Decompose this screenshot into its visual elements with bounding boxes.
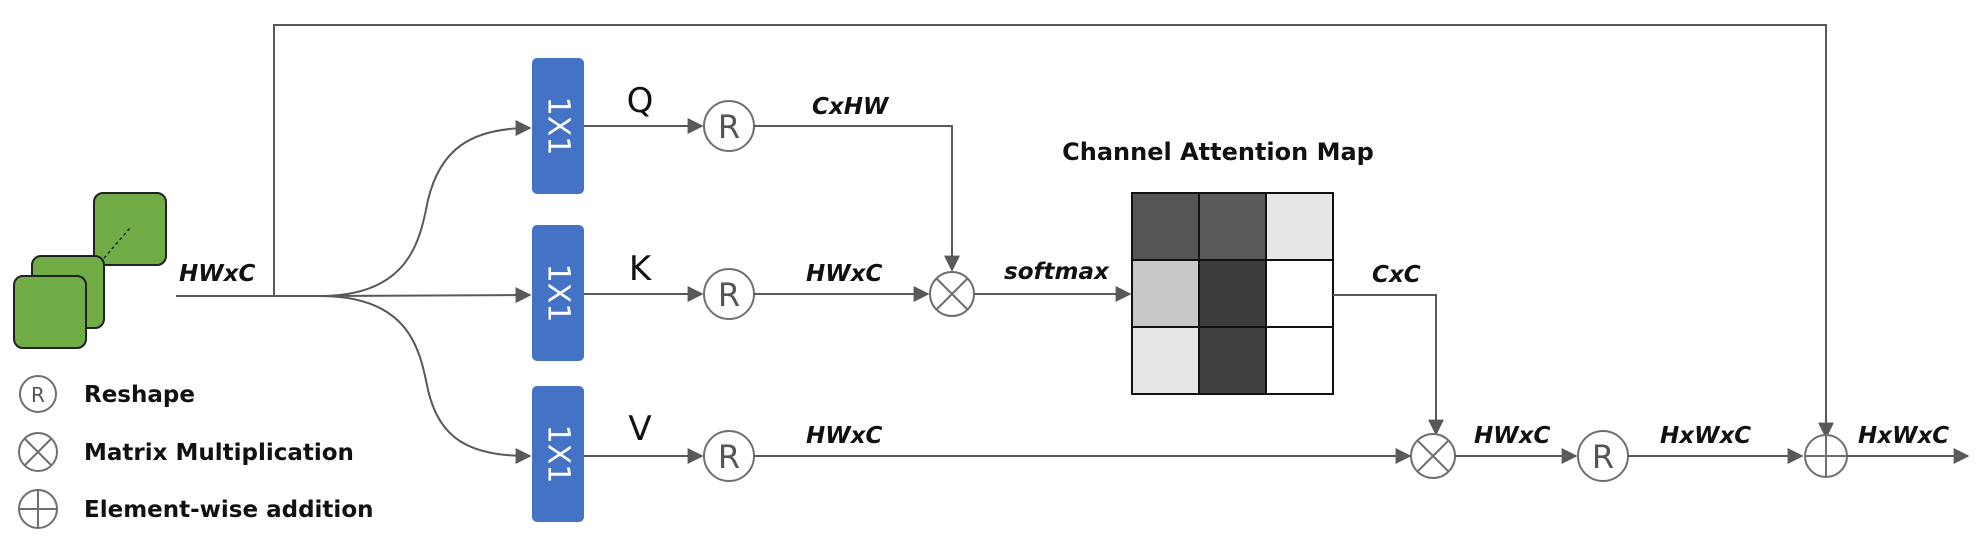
legend-reshape-label: Reshape xyxy=(84,382,195,408)
q-label: Q xyxy=(627,81,654,121)
input-wires xyxy=(176,24,1834,464)
matrix-multiplication-icon xyxy=(18,432,58,472)
k-label: K xyxy=(629,249,653,289)
v-shape-label: HWxC xyxy=(806,423,882,449)
softmax-label: softmax xyxy=(1004,259,1110,285)
q-conv-block xyxy=(532,58,584,194)
attention-cell xyxy=(1131,192,1200,261)
elementwise-add-op xyxy=(1804,434,1848,478)
svg-text:R: R xyxy=(31,383,45,407)
v-label: V xyxy=(628,409,651,449)
attention-map-title: Channel Attention Map xyxy=(1062,138,1374,166)
attention-output-shape-label: CxC xyxy=(1372,262,1421,288)
v-conv-block xyxy=(532,386,584,522)
k-branch: 1X1 K R HWxC xyxy=(532,225,930,361)
k-shape-label: HWxC xyxy=(806,261,882,287)
legend-add-label: Element-wise addition xyxy=(84,497,374,523)
q-shape-label: CxHW xyxy=(812,94,890,120)
attention-cell xyxy=(1131,259,1200,328)
attention-cell xyxy=(1198,259,1267,328)
k-conv-label: 1X1 xyxy=(541,264,576,323)
qk-matmul-op xyxy=(929,271,975,317)
legend-reshape: R Reshape xyxy=(19,375,195,413)
q-conv-label: 1X1 xyxy=(541,97,576,156)
attention-cell xyxy=(1265,326,1334,395)
post-reshape-shape-label: HxWxC xyxy=(1660,423,1751,449)
legend-matmul: Matrix Multiplication xyxy=(18,432,354,472)
v-branch: 1X1 V R HWxC xyxy=(532,386,1412,522)
attention-cell xyxy=(1131,326,1200,395)
reshape-icon xyxy=(19,375,57,413)
input-feature-map-icon xyxy=(13,192,167,349)
legend: R Reshape Matrix Multiplication Element-… xyxy=(18,375,374,529)
v-conv-label: 1X1 xyxy=(541,425,576,484)
post-reshape-symbol: R xyxy=(1592,438,1614,476)
k-reshape-symbol: R xyxy=(718,276,740,314)
v-reshape-symbol: R xyxy=(718,438,740,476)
post-mult-shape-label: HWxC xyxy=(1474,423,1550,449)
attention-cell xyxy=(1198,326,1267,395)
input-shape-label: HWxC xyxy=(179,261,255,287)
av-matmul-op xyxy=(1410,433,1456,479)
q-branch: 1X1 Q R CxHW xyxy=(532,58,960,272)
attention-cell xyxy=(1265,192,1334,261)
k-conv-block xyxy=(532,225,584,361)
attention-cell xyxy=(1265,259,1334,328)
attention-map-grid xyxy=(1131,192,1334,395)
legend-add: Element-wise addition xyxy=(18,489,374,529)
attention-cell xyxy=(1198,192,1267,261)
elementwise-addition-icon xyxy=(18,489,58,529)
output-shape-label: HxWxC xyxy=(1858,423,1949,449)
legend-matmul-label: Matrix Multiplication xyxy=(84,440,354,466)
q-reshape-symbol: R xyxy=(718,108,740,146)
